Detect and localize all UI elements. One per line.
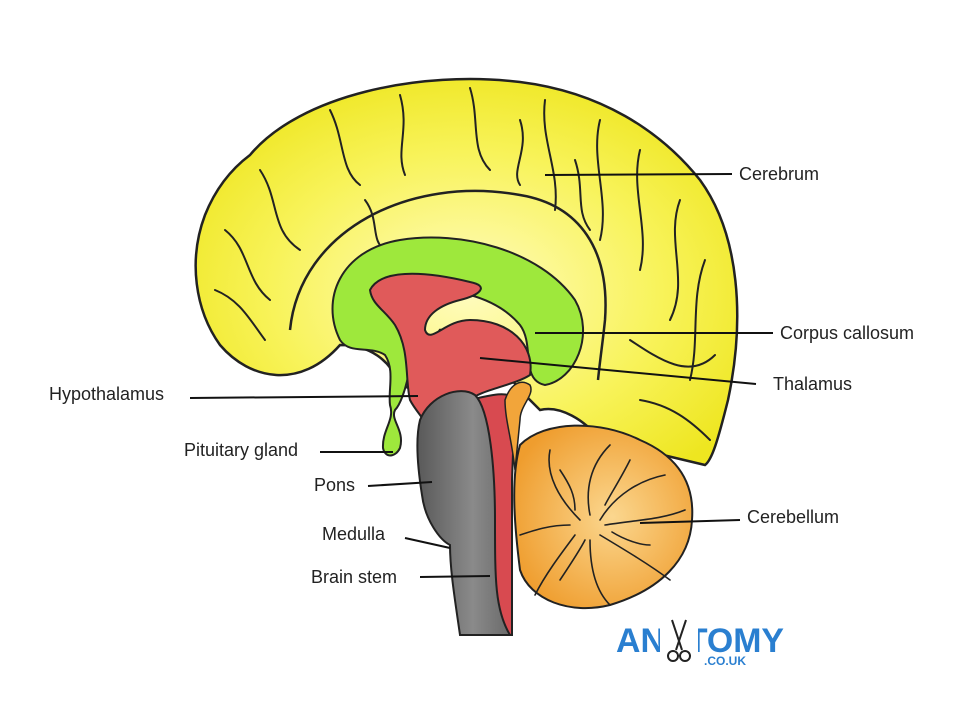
- cerebellum-folds: [519, 444, 686, 606]
- brain-stem-shape: [416, 390, 512, 636]
- label-corpus-callosum: Corpus callosum: [780, 323, 915, 343]
- logo-domain: .CO.UK: [704, 654, 746, 668]
- label-pons: Pons: [314, 475, 356, 495]
- label-pituitary-gland: Pituitary gland: [184, 440, 299, 460]
- gyri-lines: [214, 87, 716, 441]
- thalamus-shape: [368, 272, 532, 442]
- logo-wordmark: ANATOMY: [616, 622, 784, 660]
- label-thalamus: Thalamus: [773, 374, 853, 394]
- leader-lines: [189, 173, 773, 578]
- label-brain-stem: Brain stem: [311, 567, 398, 587]
- label-cerebellum: Cerebellum: [747, 507, 840, 527]
- label-hypothalamus: Hypothalamus: [49, 384, 165, 404]
- cerebellum-shape: [513, 424, 694, 610]
- scissors-icon: [660, 618, 698, 664]
- label-medulla: Medulla: [322, 524, 386, 544]
- label-cerebrum: Cerebrum: [739, 164, 820, 184]
